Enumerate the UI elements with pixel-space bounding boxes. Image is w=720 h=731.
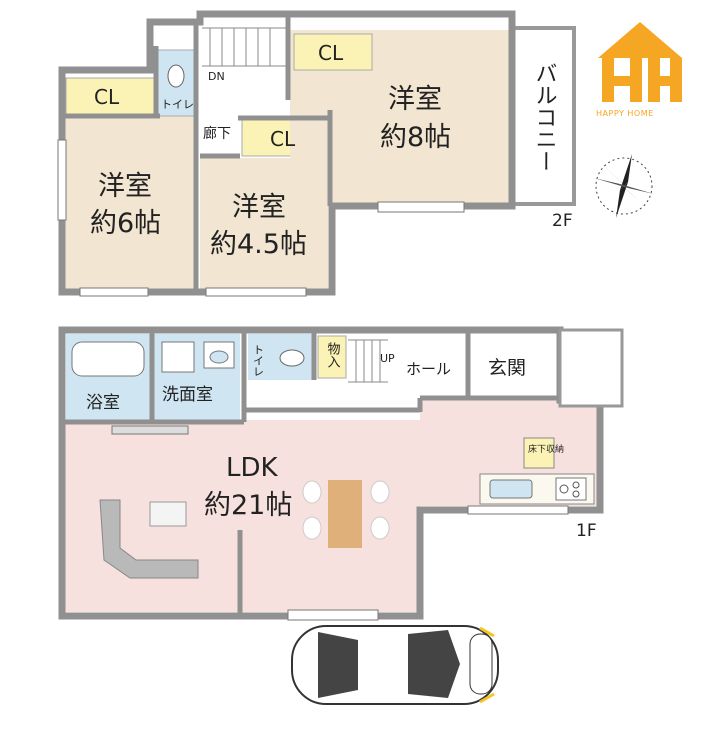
toilet-fixture-1f [279, 349, 305, 367]
balcony-label: バルコニー [532, 62, 557, 172]
floor-1-label: 1F [576, 521, 597, 541]
closet-east [293, 33, 373, 71]
dining-chairs [302, 480, 390, 540]
stove-burner-2 [572, 481, 580, 489]
inner-walls-1f [62, 330, 560, 616]
kitchen-sink [489, 479, 533, 499]
storage-1f [317, 335, 347, 379]
room-east-size: 約8帖 [380, 122, 451, 153]
ldk-size: 約21帖 [204, 490, 292, 521]
coffee-table [149, 501, 187, 527]
happy-home-logo: HAPPY HOME [596, 22, 682, 118]
toilet-fixture-2f [167, 64, 185, 88]
bathtub [71, 341, 145, 377]
corridor-label: 廊下 [203, 125, 231, 142]
entrance-porch [558, 328, 624, 408]
hall-label: ホール [406, 360, 451, 378]
closet-west-label: CL [94, 85, 120, 109]
balcony [510, 26, 576, 206]
floor-1 [58, 326, 624, 705]
room-east-name: 洋室 [388, 84, 442, 115]
stair-dn-label: DN [208, 70, 225, 83]
windows-2f [57, 139, 465, 297]
toilet-2f-label: トイレ [161, 98, 194, 111]
car [291, 625, 499, 705]
logo-text: HAPPY HOME [596, 109, 654, 118]
stairs-2f [202, 27, 286, 67]
floor-2-label: 2F [552, 211, 573, 231]
room-center-size: 約4.5帖 [210, 229, 307, 260]
inner-walls-2f [62, 14, 333, 292]
room-west-6 [62, 115, 194, 290]
room-west-name: 洋室 [98, 171, 152, 202]
bath-label: 浴室 [86, 393, 120, 413]
room-center-name: 洋室 [232, 192, 286, 223]
washroom-label: 洗面室 [162, 385, 213, 405]
closet-center-label: CL [270, 127, 296, 151]
entrance-label: 玄関 [488, 357, 526, 379]
compass-icon [594, 154, 654, 218]
ldk-name: LDK [226, 453, 279, 483]
storage-label: 物入 [325, 342, 341, 368]
stairs-1f [348, 339, 388, 383]
stove-burner-1 [559, 484, 569, 494]
room-west-size: 約6帖 [90, 208, 161, 239]
room-east-lower [332, 108, 510, 204]
floor-2 [57, 10, 576, 297]
closet-east-label: CL [318, 41, 344, 65]
windows-1f [111, 425, 569, 621]
dining-table [328, 480, 362, 548]
stair-up-label: UP [380, 352, 395, 365]
closet-west [65, 77, 157, 115]
underfloor-box [523, 437, 555, 469]
basin-bowl [209, 350, 229, 364]
stove-burner-3 [572, 490, 580, 498]
washer [161, 341, 195, 373]
sofa [99, 499, 199, 579]
underfloor-label: 床下収納 [528, 443, 564, 455]
toilet-1f-label: トイレ [252, 344, 265, 377]
